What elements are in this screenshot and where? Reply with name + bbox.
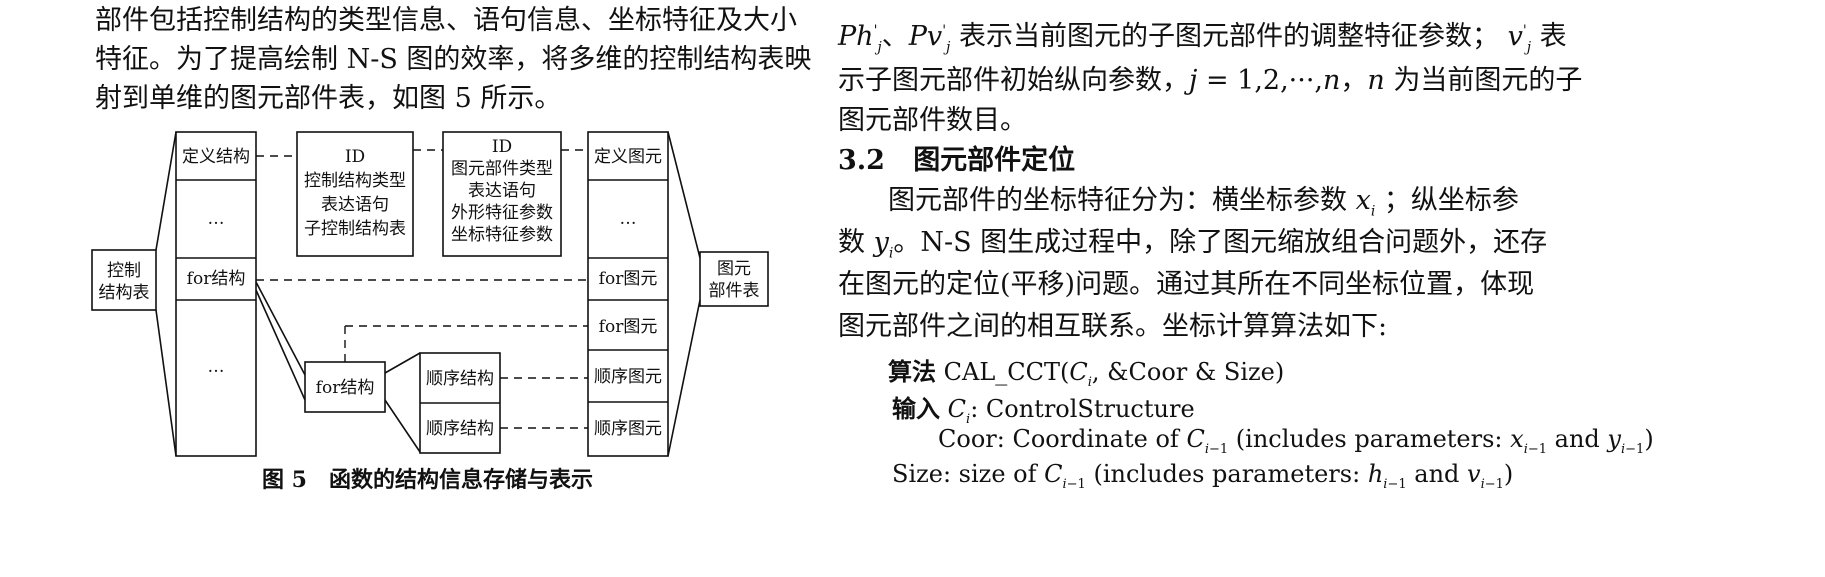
para-line-4: 图元部件之间的相互联系。坐标计算算法如下: <box>838 311 1388 342</box>
elem-cell: for图元 <box>599 317 658 337</box>
struct-info-box <box>296 131 414 257</box>
input-line: 输入 Ci: ControlStructure <box>892 394 1195 427</box>
struct-info-line: 控制结构类型 <box>304 171 406 191</box>
right-line-1: Ph'j、Pv'j 表示当前图元的子图元部件的调整特征参数； v'j 表 <box>838 21 1567 56</box>
figure-5-diagram: 控制 结构表 图元 部件表 定义结构 … for结构 … ID 控制结构类型 表… <box>91 131 769 457</box>
coor-line: Coor: Coordinate of Ci−1 (includes param… <box>938 425 1654 457</box>
paragraph-line-3: 射到单维的图元部件表，如图 5 所示。 <box>95 83 562 114</box>
figure-caption: 图 5 函数的结构信息存储与表示 <box>262 467 593 493</box>
elem-info-line: 外形特征参数 <box>451 203 553 223</box>
elem-cell: for图元 <box>599 269 658 289</box>
sub-child-label: 顺序结构 <box>426 369 494 389</box>
struct-cell: … <box>208 357 225 377</box>
left-node-label-1: 控制 <box>107 261 141 281</box>
para-line-2: 数 yi。N-S 图生成过程中，除了图元缩放组合问题外，还存 <box>838 227 1548 262</box>
size-line: Size: size of Ci−1 (includes parameters:… <box>892 460 1514 492</box>
control-structure-table-node <box>91 249 157 311</box>
element-part-table-node <box>699 251 769 307</box>
sub-child-label: 顺序结构 <box>426 419 494 439</box>
right-line-2: 示子图元部件初始纵向参数，j = 1,2,···,n，n 为当前图元的子 <box>838 65 1583 96</box>
elem-info-line: 图元部件类型 <box>451 159 553 179</box>
algo-line: 算法 CAL_CCT(Ci, &Coor & Size) <box>888 357 1285 390</box>
right-node-label-2: 部件表 <box>709 281 760 301</box>
elem-cell: … <box>620 209 637 229</box>
para-line-3: 在图元的定位(平移)问题。通过其所在不同坐标位置，体现 <box>838 269 1535 300</box>
struct-cell: … <box>208 209 225 229</box>
elem-cell: 顺序图元 <box>594 419 662 439</box>
struct-cell: 定义结构 <box>182 147 250 167</box>
left-node-label-2: 结构表 <box>99 283 150 303</box>
elem-info-line: 表达语句 <box>468 181 536 201</box>
para-line-1: 图元部件的坐标特征分为：横坐标参数 xi ；纵坐标参 <box>888 185 1519 220</box>
section-heading: 3.2 图元部件定位 <box>838 145 1076 176</box>
struct-info-line: 表达语句 <box>321 195 389 215</box>
right-node-label-1: 图元 <box>717 259 751 279</box>
elem-cell: 定义图元 <box>594 147 662 167</box>
paragraph-line-1: 部件包括控制结构的类型信息、语句信息、坐标特征及大小 <box>95 5 797 36</box>
elem-info-line: ID <box>492 137 512 157</box>
struct-info-line: ID <box>345 147 365 167</box>
struct-cell: for结构 <box>187 269 246 289</box>
struct-info-line: 子控制结构表 <box>304 219 406 239</box>
elem-cell: 顺序图元 <box>594 367 662 387</box>
paragraph-line-2: 特征。为了提高绘制 N-S 图的效率，将多维的控制结构表映 <box>95 44 812 75</box>
sub-struct-label: for结构 <box>316 378 375 398</box>
elem-table <box>587 131 669 457</box>
right-line-3: 图元部件数目。 <box>838 105 1027 136</box>
elem-info-line: 坐标特征参数 <box>451 225 553 245</box>
elem-info-box <box>442 131 562 257</box>
struct-table <box>175 131 257 457</box>
